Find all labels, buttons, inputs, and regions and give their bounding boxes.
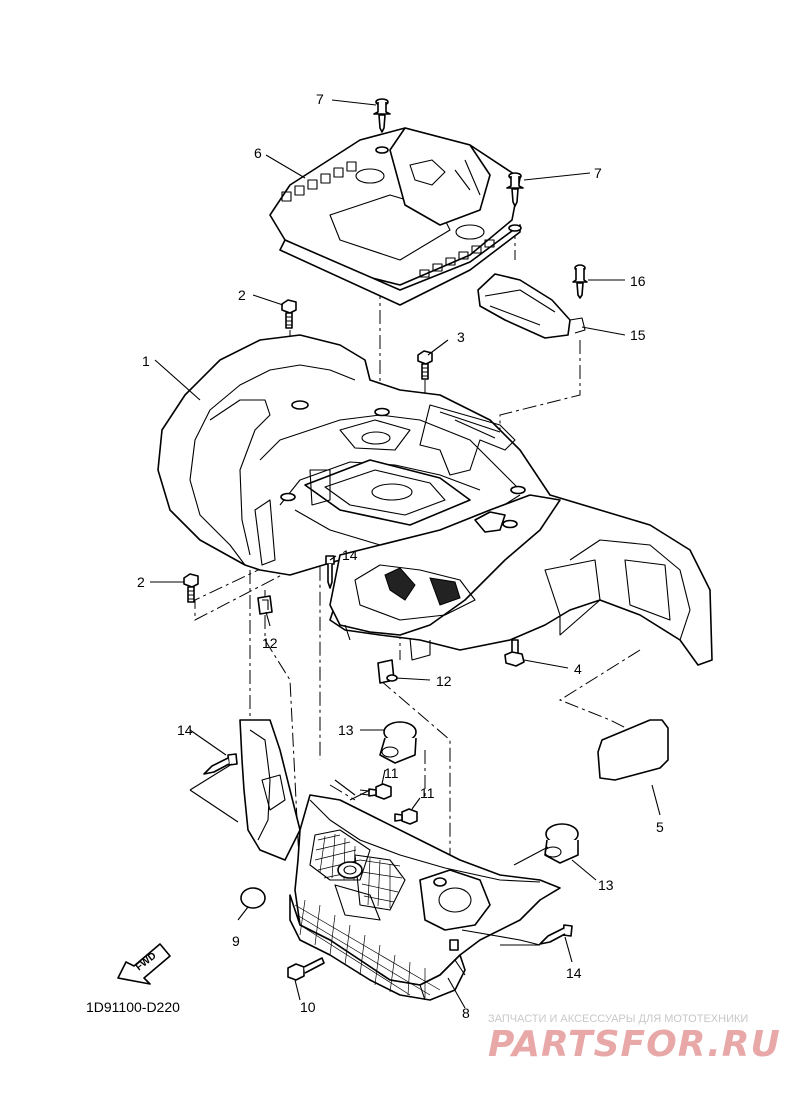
callout-3: 3 (457, 329, 465, 345)
callout-4: 4 (574, 661, 582, 677)
callout-7: 7 (316, 91, 324, 107)
callout-13: 13 (598, 877, 614, 893)
part-13-grommet (544, 823, 579, 864)
part-9-emblem (240, 887, 266, 909)
part-2-bolt (281, 299, 297, 329)
callout-9: 9 (232, 933, 240, 949)
callout-14: 14 (177, 722, 193, 738)
part-2-bolt (183, 573, 199, 603)
watermark-logo: PARTSFOR.RU (488, 1024, 781, 1065)
callout-8: 8 (462, 1005, 470, 1021)
part-14-fastener (539, 924, 573, 945)
callout-12: 12 (262, 635, 278, 651)
callout-10: 10 (300, 999, 316, 1015)
callout-14: 14 (566, 965, 582, 981)
watermark: ЗАПЧАСТИ И АКСЕССУАРЫ ДЛЯ МОТОТЕХНИКИ PA… (488, 1013, 781, 1065)
part-15-cover (477, 273, 586, 339)
part-10-bolt (287, 957, 325, 981)
part-12-clip (377, 659, 398, 684)
callout-13: 13 (338, 722, 354, 738)
part-6-top-panel (269, 127, 522, 306)
callout-12: 12 (436, 673, 452, 689)
part-7-fastener (506, 172, 524, 207)
callout-15: 15 (630, 327, 646, 343)
part-3-bolt (417, 350, 433, 380)
callout-16: 16 (630, 273, 646, 289)
callout-5: 5 (656, 819, 664, 835)
fwd-arrow-icon: FWD (117, 943, 171, 985)
leader-lines (150, 99, 661, 1009)
part-11-bolt (394, 808, 418, 825)
diagram-code: 1D91100-D220 (86, 999, 180, 1015)
part-11-bolt (359, 783, 392, 800)
callout-numbers: 7 6 7 2 16 3 15 1 14 2 12 4 12 13 14 11 … (137, 91, 664, 1021)
callout-7: 7 (594, 165, 602, 181)
part-8-front-bumper (239, 719, 561, 1001)
part-14-fastener (203, 753, 238, 775)
callout-14: 14 (342, 547, 358, 563)
callout-11: 11 (420, 785, 435, 801)
part-13-grommet (379, 721, 417, 764)
callout-1: 1 (142, 353, 150, 369)
watermark-tagline: ЗАПЧАСТИ И АКСЕССУАРЫ ДЛЯ МОТОТЕХНИКИ (488, 1013, 748, 1025)
part-5-plate (597, 719, 669, 781)
part-1-rear-fender (157, 334, 713, 666)
callout-11: 11 (384, 765, 399, 781)
part-14-fastener (325, 555, 335, 589)
part-7-fastener (373, 98, 391, 133)
part-12-clip (257, 595, 273, 615)
callout-6: 6 (254, 145, 262, 161)
callout-2: 2 (238, 287, 246, 303)
callout-2: 2 (137, 574, 145, 590)
part-16-fastener (572, 264, 588, 299)
part-4-bolt (504, 639, 525, 667)
